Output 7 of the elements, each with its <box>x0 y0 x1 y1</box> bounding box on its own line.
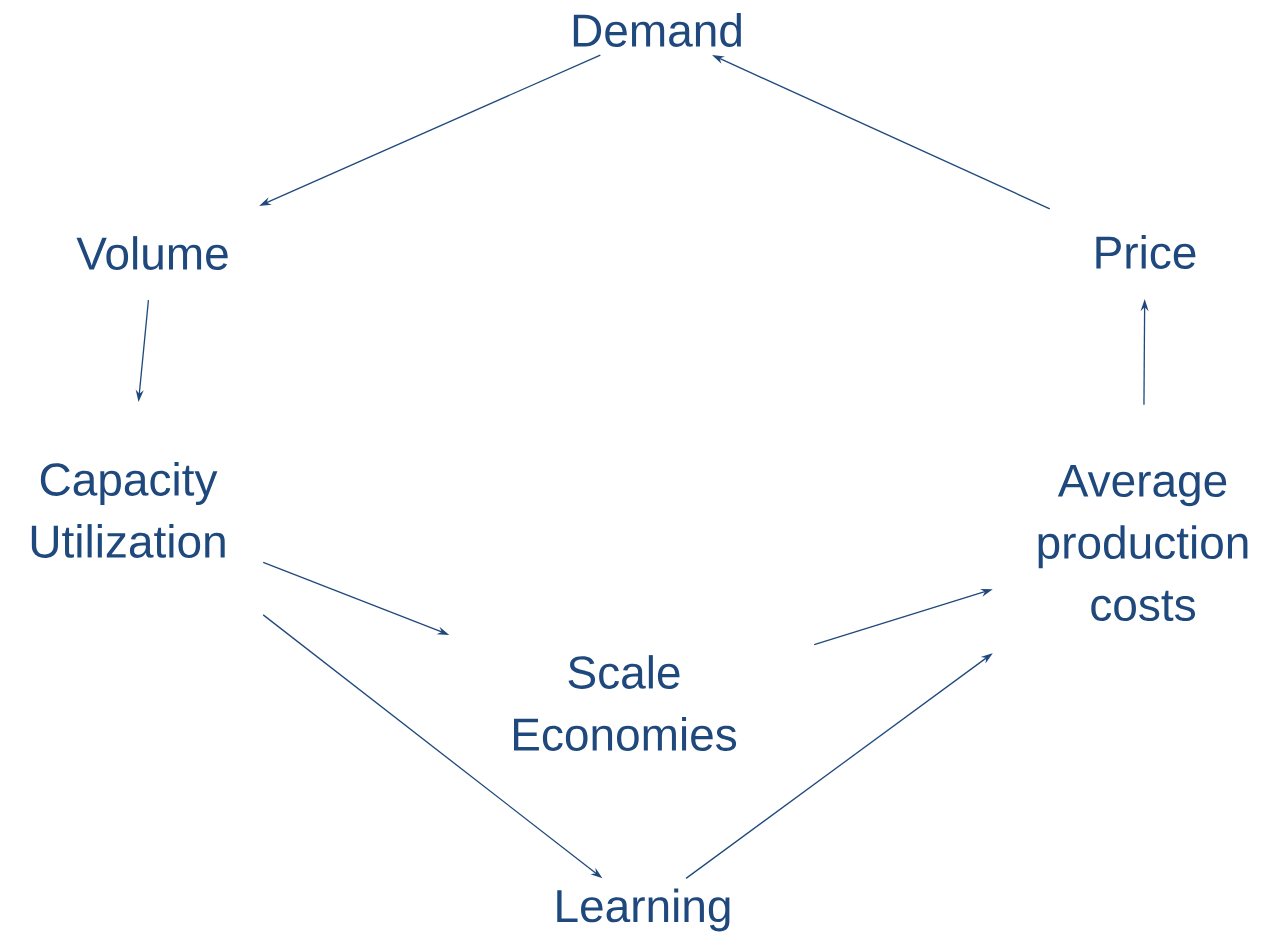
concept-label: Volume <box>76 236 228 270</box>
concept-label: Price <box>1096 235 1196 269</box>
concept-label: Capacity Utilization <box>31 462 225 558</box>
concept-label: Average production costs <box>1038 464 1248 622</box>
concept-label: Scale Economies <box>514 655 737 751</box>
concept-label: Demand <box>573 13 741 47</box>
concept-label: Learning <box>557 888 730 932</box>
